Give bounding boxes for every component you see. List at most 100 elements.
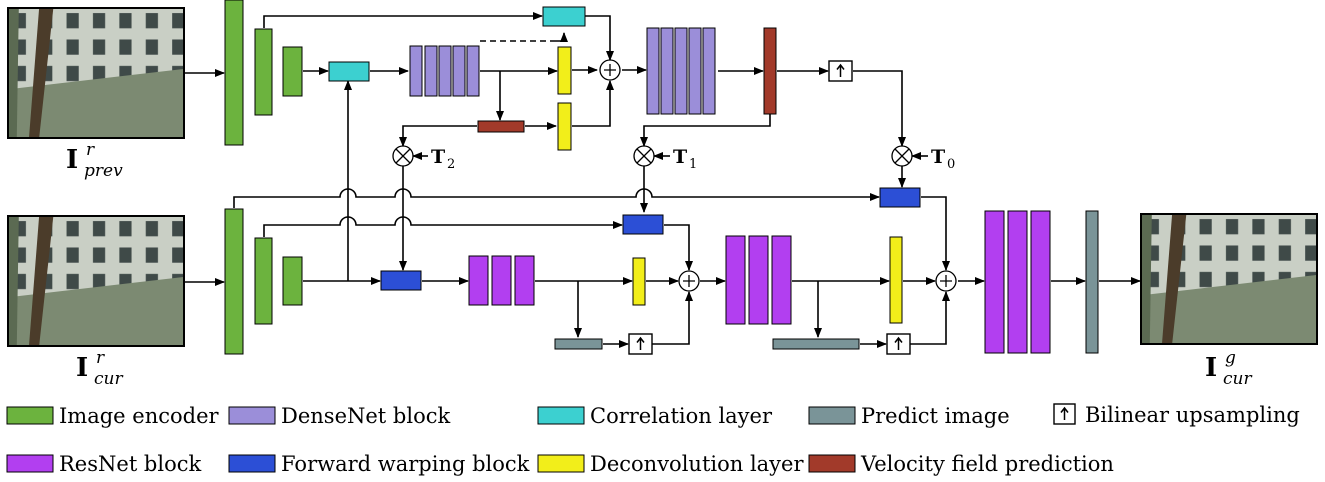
label-t0: T 0: [931, 146, 955, 172]
upsample-bottom-2: [886, 333, 911, 355]
correlation-layer-2: [542, 6, 586, 27]
legend-item-warping: Forward warping block: [228, 452, 530, 476]
predict-image-2: [772, 338, 860, 350]
upsample-bottom-1: [628, 333, 653, 355]
legend-item-image-encoder: Image encoder: [6, 404, 220, 428]
resnet-2c: [771, 235, 792, 325]
resnet-1a: [468, 255, 489, 306]
upsample-top: [828, 60, 853, 82]
deconv-top-2: [557, 102, 572, 151]
deconv-bottom-2: [889, 236, 903, 324]
legend-swatch: [228, 406, 276, 425]
legend-label: Velocity field prediction: [860, 452, 1114, 476]
densenet-2e: [702, 27, 716, 115]
legend-label: Predict image: [861, 404, 1010, 428]
resnet-1b: [491, 255, 512, 306]
densenet-1b: [424, 45, 438, 97]
label-cur-image: I r cur: [76, 348, 123, 389]
legend-label: Correlation layer: [590, 404, 773, 428]
densenet-1a: [409, 45, 423, 97]
legend-item-predict: Predict image: [808, 404, 1010, 428]
label-prev-image: I r prev: [66, 140, 123, 181]
legend-item-deconv: Deconvolution layer: [537, 452, 804, 476]
legend-swatch: [808, 454, 856, 473]
label-gen-sup: g: [1225, 348, 1236, 368]
warping-block-2: [622, 214, 664, 235]
legend-label: Image encoder: [59, 404, 220, 428]
velocity-field-2: [763, 27, 777, 115]
connection-lines: [185, 12, 1141, 348]
legend-item-upsample: Bilinear upsampling: [1053, 403, 1300, 427]
encoder-cur-1: [224, 208, 244, 355]
densenet-2c: [674, 27, 688, 115]
label-prev-sup: r: [86, 140, 95, 160]
legend-label: DenseNet block: [281, 404, 450, 428]
label-t0-base: T: [931, 146, 945, 168]
operator-nodes: [392, 59, 957, 292]
encoder-cur-2: [254, 237, 273, 325]
legend-item-correlation: Correlation layer: [537, 404, 773, 428]
legend-swatch: [537, 454, 585, 473]
legend-label: Deconvolution layer: [590, 452, 804, 476]
label-gen-base: I: [1205, 353, 1217, 383]
label-t2: T 2: [431, 146, 455, 172]
legend-label: ResNet block: [59, 452, 201, 476]
resnet-3c: [1030, 210, 1051, 354]
label-gen-sub: cur: [1223, 369, 1252, 389]
resnet-1c: [514, 255, 535, 306]
resnet-3a: [984, 210, 1005, 354]
label-cur-sup: r: [96, 348, 105, 368]
densenet-1c: [438, 45, 452, 97]
sum-node-bottom-1: [678, 270, 700, 292]
label-cur-sub: cur: [94, 369, 123, 389]
multiply-node-t0: [891, 145, 913, 167]
label-prev-base: I: [66, 145, 78, 175]
predict-image-1: [554, 338, 603, 350]
generated-frame-image: [1140, 213, 1318, 345]
legend: Image encoder DenseNet block Correlation l…: [6, 403, 1300, 476]
sum-node-bottom-2: [935, 270, 957, 292]
multiply-node-t2: [392, 145, 414, 167]
encoder-prev-1: [224, 0, 244, 146]
correlation-layer-1: [328, 61, 370, 82]
legend-swatch: [228, 454, 276, 473]
legend-swatch: [6, 454, 54, 473]
blocks: [224, 0, 1099, 355]
predict-image-final: [1085, 210, 1099, 354]
resnet-2a: [725, 235, 746, 325]
legend-swatch: [6, 406, 54, 425]
label-t1: T 1: [673, 146, 697, 172]
warping-block-1: [380, 270, 422, 291]
label-t0-sub: 0: [947, 157, 955, 172]
label-t1-base: T: [673, 146, 687, 168]
legend-item-densenet: DenseNet block: [228, 404, 450, 428]
legend-item-velocity: Velocity field prediction: [808, 452, 1114, 476]
resnet-2b: [748, 235, 769, 325]
legend-label: Bilinear upsampling: [1085, 403, 1300, 427]
sum-node-top: [599, 59, 621, 81]
densenet-1e: [466, 45, 480, 97]
densenet-1d: [452, 45, 466, 97]
legend-swatch: [808, 406, 856, 425]
resnet-3b: [1007, 210, 1028, 354]
warping-block-3: [879, 187, 921, 208]
legend-swatch: [537, 406, 585, 425]
label-cur-base: I: [76, 353, 88, 383]
densenet-2d: [688, 27, 702, 115]
label-t2-base: T: [431, 146, 445, 168]
legend-item-resnet: ResNet block: [6, 452, 201, 476]
deconv-bottom-1: [632, 257, 646, 306]
label-gen-image: I g cur: [1205, 348, 1252, 389]
encoder-prev-2: [254, 28, 273, 116]
legend-label: Forward warping block: [281, 452, 530, 476]
encoder-prev-3: [282, 46, 303, 97]
deconv-top-1: [557, 46, 572, 95]
current-frame-image: [7, 215, 185, 347]
densenet-2b: [660, 27, 674, 115]
encoder-cur-3: [282, 256, 303, 306]
label-t2-sub: 2: [447, 157, 455, 172]
label-prev-sub: prev: [84, 161, 123, 181]
densenet-2a: [646, 27, 660, 115]
